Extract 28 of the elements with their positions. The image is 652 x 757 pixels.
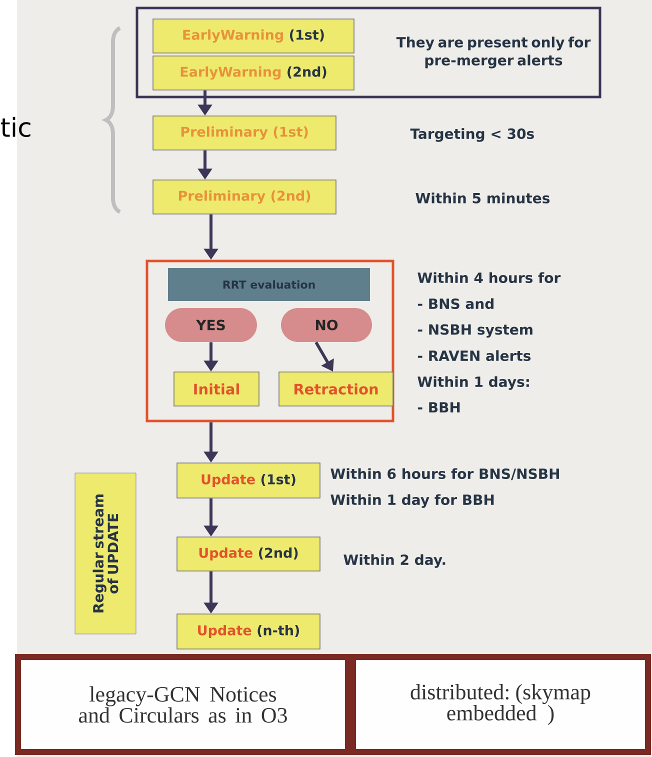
stage-box: Preliminary (1st): [152, 116, 336, 150]
distribution-box: distributed: (skymap embedded ): [350, 654, 651, 755]
distribution-box: legacy-GCN Notices and Circulars as in O3: [15, 654, 351, 755]
timing-note: - BNS and: [418, 298, 494, 310]
stage-box: EarlyWarning (2nd): [152, 56, 354, 90]
stage-box: EarlyWarning (1st): [152, 18, 354, 54]
timing-note: - BBH: [418, 402, 460, 412]
stage-box: Update (n-th): [176, 614, 320, 650]
timing-note: Within 5 minutes: [416, 192, 550, 204]
decision-pill: YES: [165, 308, 257, 342]
stage-box: Preliminary (2nd): [152, 180, 336, 214]
evaluation-frame: [146, 260, 394, 422]
stream-label-box: Regular stream of UPDATE: [74, 472, 136, 634]
decision-pill: NO: [281, 308, 372, 342]
evaluation-header: RRT evaluation: [168, 268, 370, 301]
cut-off-word: tic: [0, 116, 30, 138]
outcome-box: Retraction: [278, 372, 394, 406]
timing-note: Within 2 day.: [344, 554, 446, 568]
timing-note: Targeting < 30s: [410, 128, 534, 142]
stage-box: Update (2nd): [176, 536, 320, 572]
timing-note: - NSBH system: [418, 324, 532, 338]
timing-note: Within 1 days:: [418, 376, 529, 390]
outcome-box: Initial: [174, 372, 260, 406]
timing-note: Within 4 hours for: [418, 272, 561, 284]
timing-note: Within 6 hours for BNS/NSBH: [330, 468, 559, 480]
timing-note: - RAVEN alerts: [418, 350, 531, 362]
timing-note: Within 1 day for BBH: [330, 494, 494, 508]
stage-box: Update (1st): [176, 462, 320, 498]
